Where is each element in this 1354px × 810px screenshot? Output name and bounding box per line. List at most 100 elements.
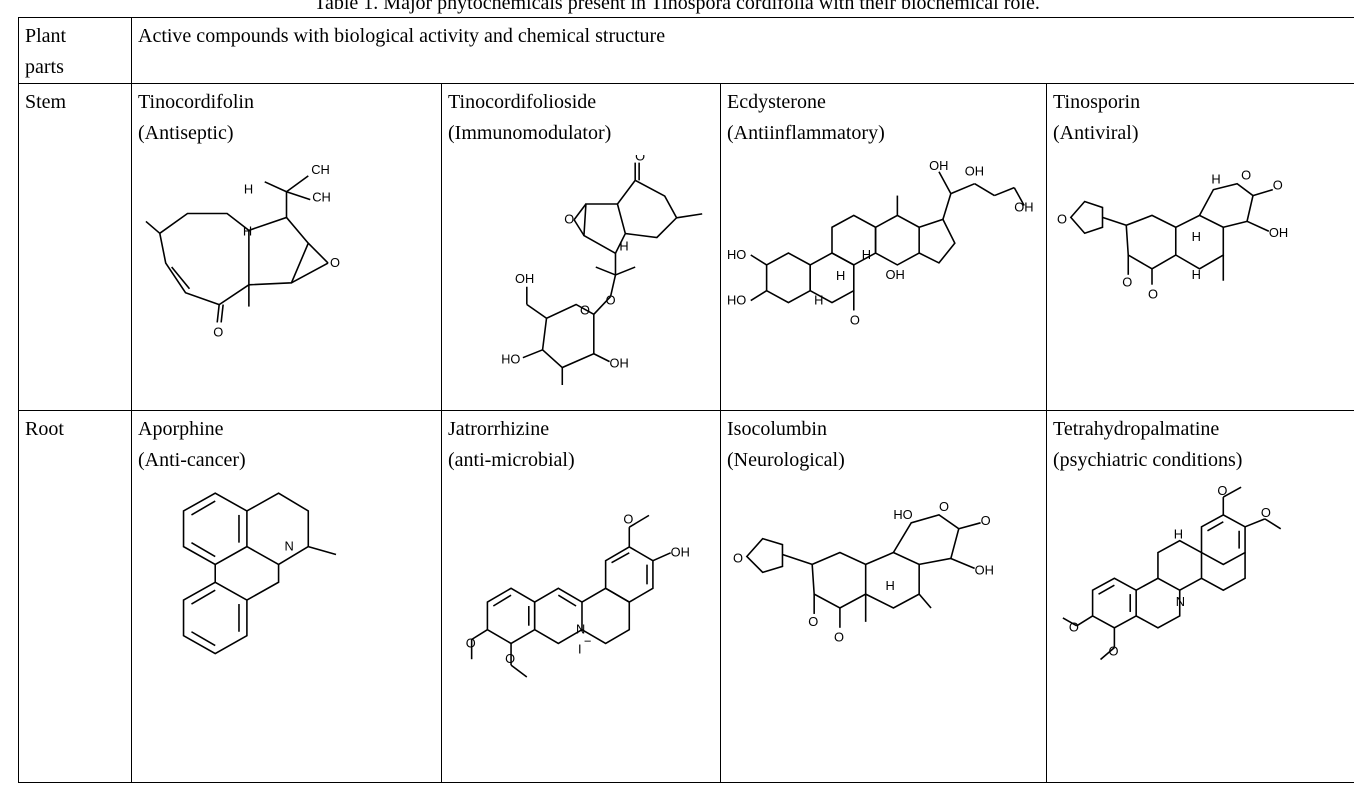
hydrogen-label: H — [1211, 172, 1220, 187]
hydrogen-label: H — [619, 238, 628, 253]
compound-activity: (Antiviral) — [1053, 122, 1139, 144]
compound-cell: Tetrahydropalmatine (psychiatric conditi… — [1045, 410, 1354, 783]
hydroxyl-label: HO — [501, 352, 520, 367]
hydrogen-label: H — [243, 223, 252, 238]
oxygen-label: O — [939, 499, 949, 514]
nitrogen-label: N — [576, 622, 585, 637]
compound-activity: (Antiinflammatory) — [727, 122, 885, 144]
hydroxyl-label: OH — [610, 356, 629, 371]
tinosporin-structure-icon: O H O O OH H H O O — [1057, 168, 1288, 302]
plant-part-cell: Root — [18, 410, 132, 783]
oxygen-label: O — [1217, 483, 1227, 498]
hydroxyl-label: HO — [893, 507, 912, 522]
compound-activity: (anti-microbial) — [448, 449, 575, 471]
header-plant-parts-line1: Plant — [25, 25, 67, 47]
oxygen-label: O — [981, 513, 991, 528]
oxygen-label: O — [1261, 505, 1271, 520]
oxygen-label: O — [623, 511, 633, 526]
oxygen-label: O — [1148, 287, 1158, 302]
hydrogen-label: H — [1174, 527, 1183, 542]
hydroxyl-label: OH — [515, 271, 534, 286]
tetrahydropalmatine-structure-icon: O O H N O O — [1062, 483, 1282, 661]
tinocordifolioside-structure-icon: O O H O O OH HO OH — [501, 155, 703, 385]
compound-cell: Isocolumbin (Neurological) O HO — [720, 410, 1047, 783]
oxygen-label: O — [834, 630, 844, 645]
jatrorrhizine-structure-icon: OH O N I − O O — [466, 511, 690, 678]
oxygen-label: O — [213, 324, 223, 339]
hydrogen-label: H — [885, 578, 894, 593]
plant-part-stem: Stem — [25, 91, 67, 113]
table-row-stem: Stem Tinocordifolin (Antiseptic) — [18, 83, 1354, 411]
oxygen-label: O — [1241, 168, 1251, 183]
oxygen-label: O — [466, 635, 476, 650]
compound-cell: Tinosporin (Antiviral) O H O — [1045, 83, 1354, 411]
plant-part-cell: Stem — [18, 83, 132, 411]
hydroxyl-label: OH — [1269, 225, 1288, 240]
nitrogen-label: N — [1176, 594, 1185, 609]
header-active-compounds: Active compounds with biological activit… — [130, 17, 1354, 84]
aporphine-structure-icon: N — [182, 492, 337, 655]
compound-name: Tetrahydropalmatine — [1053, 418, 1220, 440]
oxygen-label: O — [580, 302, 590, 317]
compound-activity: (Immunomodulator) — [448, 122, 612, 144]
nitrogen-label: N — [285, 539, 294, 554]
oxygen-label: O — [1057, 211, 1067, 226]
hydrogen-label: H — [836, 268, 845, 283]
oxygen-label: O — [1122, 275, 1132, 290]
hydrogen-label: H — [862, 247, 871, 262]
compound-activity: (psychiatric conditions) — [1053, 449, 1243, 471]
hydroxyl-label: OH — [1014, 199, 1033, 214]
compound-cell: Jatrorrhizine (anti-microbial) — [441, 410, 721, 783]
methyl-label: CH — [312, 190, 331, 205]
compound-cell: Aporphine (Anti-cancer) N — [131, 410, 442, 783]
header-plant-parts-line2: parts — [25, 56, 64, 78]
table-row-root: Root Aporphine (Anti-cancer) — [18, 410, 1354, 783]
methyl-label: H — [244, 182, 253, 197]
compound-name: Tinocordifolin — [138, 91, 254, 113]
oxygen-label: O — [505, 651, 515, 666]
iodide-label: I — [578, 641, 582, 656]
hydroxyl-label: OH — [885, 267, 904, 282]
oxygen-label: O — [1069, 620, 1079, 635]
compound-name: Tinosporin — [1053, 91, 1141, 113]
oxygen-label: O — [635, 155, 645, 164]
charge-label: − — [584, 633, 591, 648]
header-plant-parts: Plant parts — [18, 17, 132, 84]
methyl-label: CH — [311, 162, 330, 177]
ecdysterone-structure-icon: OH OH OH HO HO H H H OH O — [727, 158, 1034, 328]
isocolumbin-structure-icon: O HO O O OH H O O — [733, 499, 994, 645]
hydrogen-label: H — [1192, 267, 1201, 282]
hydroxyl-label: OH — [975, 562, 994, 577]
table-header-row: Plant parts Active compounds with biolog… — [18, 17, 1354, 84]
compound-activity: (Antiseptic) — [138, 122, 234, 144]
compound-name: Isocolumbin — [727, 418, 827, 440]
hydroxyl-label: OH — [671, 545, 690, 560]
hydroxyl-label: HO — [727, 247, 746, 262]
compound-name: Ecdysterone — [727, 91, 826, 113]
compound-activity: (Neurological) — [727, 449, 845, 471]
plant-part-root: Root — [25, 418, 64, 440]
oxygen-label: O — [808, 614, 818, 629]
oxygen-label: O — [330, 255, 340, 270]
oxygen-label: O — [733, 550, 743, 565]
hydrogen-label: H — [814, 293, 823, 308]
compound-cell: Tinocordifolin (Antiseptic) — [131, 83, 442, 411]
header-active-compounds-text: Active compounds with biological activit… — [138, 25, 666, 47]
oxygen-label: O — [606, 292, 616, 307]
compound-name: Jatrorrhizine — [448, 418, 550, 440]
oxygen-label: O — [1273, 178, 1283, 193]
oxygen-label: O — [1108, 644, 1118, 659]
hydroxyl-label: OH — [965, 164, 984, 179]
compound-cell: Ecdysterone (Antiinflammatory) — [720, 83, 1047, 411]
oxygen-label: O — [564, 212, 574, 227]
hydroxyl-label: OH — [929, 158, 948, 173]
tinocordifolin-structure-icon: CH H CH H O O — [145, 162, 340, 339]
phytochemicals-table: Plant parts Active compounds with biolog… — [18, 17, 1354, 783]
compound-cell: Tinocordifolioside (Immunomodulator) — [441, 83, 721, 411]
compound-name: Aporphine — [138, 418, 224, 440]
oxygen-label: O — [850, 312, 860, 327]
hydroxyl-label: HO — [727, 293, 746, 308]
compound-activity: (Anti-cancer) — [138, 449, 246, 471]
compound-name: Tinocordifolioside — [448, 91, 597, 113]
table-caption: Table 1. Major phytochemicals present in… — [314, 0, 1040, 14]
